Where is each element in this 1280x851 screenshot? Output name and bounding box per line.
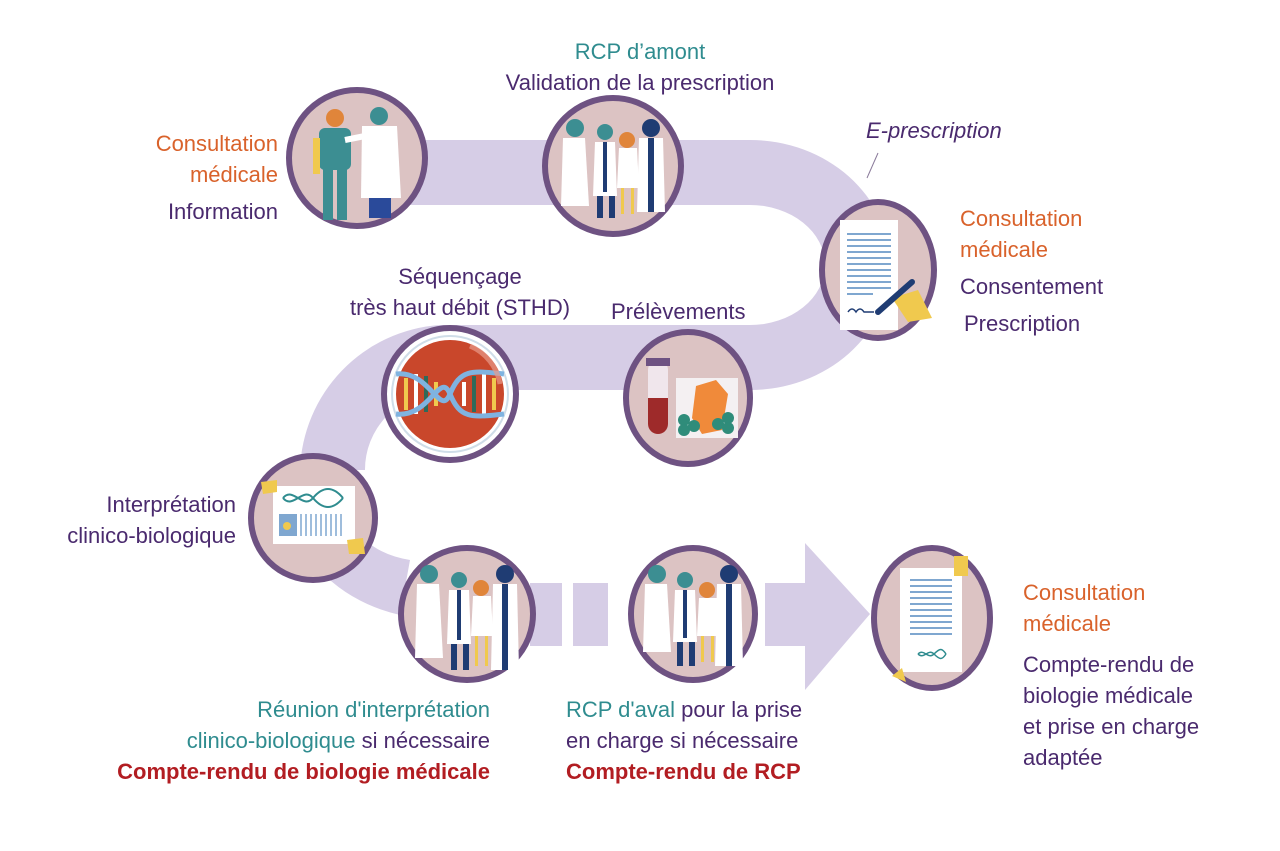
- step-title-line1: Réunion d'interprétation: [257, 697, 490, 722]
- step-title-line1: Interprétation: [106, 492, 236, 517]
- step-subtitle-line1: Consentement: [960, 274, 1104, 299]
- step-subtitle-line2: Prescription: [964, 311, 1081, 336]
- step-title-line2: clinico-biologique: [186, 728, 356, 753]
- step-title-suffix: pour la prise: [674, 697, 803, 722]
- doctor-patient-icon: [313, 107, 401, 220]
- step-label-reunion: Réunion d'interprétation clinico-biologi…: [40, 694, 490, 787]
- step-subtitle: Validation de la prescription: [505, 70, 775, 95]
- step-title: RCP d’amont: [574, 39, 706, 64]
- step-circle-consultation-information: [286, 87, 428, 229]
- step-subtitle-line4: adaptée: [1023, 745, 1103, 770]
- medical-team-icon: [643, 565, 743, 666]
- step-circle-interpretation: [248, 453, 378, 583]
- step-circle-rcp-amont: [542, 95, 684, 237]
- dna-sequencing-icon: [395, 343, 505, 419]
- medical-team-icon: [561, 119, 665, 218]
- step-label-sequencage: Séquençage très haut débit (STHD): [330, 261, 590, 323]
- step-title-line2: médicale: [1023, 611, 1112, 636]
- step-report: Compte-rendu de biologie médicale: [117, 759, 490, 784]
- step-title-line2: médicale: [960, 237, 1049, 262]
- step-title-line1: Consultation: [155, 131, 278, 156]
- band-dash-2: [573, 583, 608, 646]
- step-title-line1: Consultation: [1023, 580, 1146, 605]
- signing-document-icon: [840, 220, 932, 330]
- step-label-consultation-finale: Consultation médicale Compte-rendu de bi…: [1023, 577, 1199, 773]
- dna-report-icon: [261, 480, 365, 554]
- step-label-rcp-amont: RCP d’amont Validation de la prescriptio…: [440, 36, 840, 98]
- blood-sample-icon: [646, 358, 738, 438]
- step-label-consultation-consentement: Consultation médicale Consentement Presc…: [960, 203, 1103, 339]
- step-title-line2: très haut débit (STHD): [349, 295, 571, 320]
- step-circle-reunion: [398, 545, 536, 683]
- report-document-icon: [892, 556, 968, 682]
- step-subtitle-line2: biologie médicale: [1023, 683, 1193, 708]
- step-label-prelevements: Prélèvements: [611, 299, 746, 324]
- step-title-line1: Séquençage: [398, 264, 522, 289]
- step-circle-prelevements: [623, 329, 753, 467]
- step-circle-consultation-finale: [871, 545, 993, 691]
- band-arrow: [765, 543, 870, 690]
- medical-team-icon: [415, 565, 519, 670]
- step-title-line2: clinico-biologique: [67, 523, 236, 548]
- step-title-suffix: si nécessaire: [355, 728, 490, 753]
- step-title-line2: médicale: [189, 162, 278, 187]
- step-label-interpretation: Interprétation clinico-biologique: [20, 489, 236, 551]
- step-label-rcp-aval: RCP d'aval pour la prise en charge si né…: [566, 694, 802, 787]
- step-circle-consultation-consentement: [819, 199, 937, 341]
- step-label-consultation-information: Consultation médicale Information: [100, 128, 278, 227]
- step-title-line2: en charge si nécessaire: [566, 728, 799, 753]
- step-report: Compte-rendu de RCP: [566, 759, 801, 784]
- step-subtitle-line3: et prise en charge: [1023, 714, 1200, 739]
- e-prescription-label: E-prescription: [866, 118, 1002, 143]
- step-subtitle-line1: Compte-rendu de: [1023, 652, 1195, 677]
- step-title-line1: Consultation: [960, 206, 1083, 231]
- e-prescription-pointer: [866, 152, 879, 179]
- step-circle-rcp-aval: [628, 545, 758, 683]
- step-circle-sequencage: [381, 325, 519, 463]
- step-subtitle: Information: [167, 199, 278, 224]
- step-title-teal: RCP d'aval: [566, 697, 675, 722]
